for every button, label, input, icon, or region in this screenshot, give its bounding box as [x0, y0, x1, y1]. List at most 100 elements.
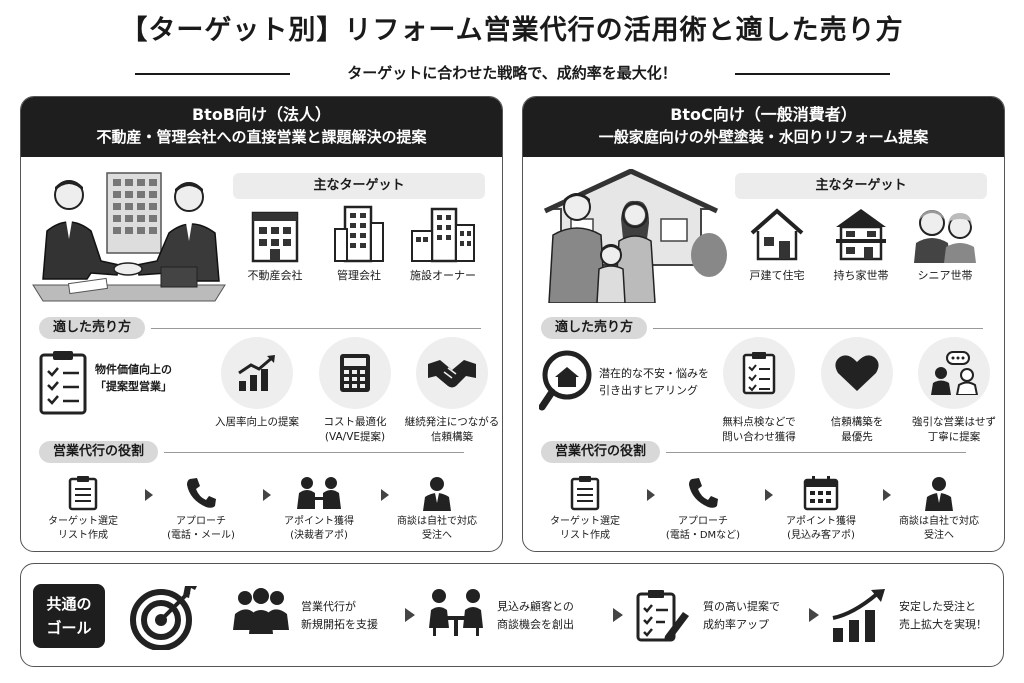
goal-step-line: 見込み顧客との [497, 600, 574, 613]
target-management: 管理会社 [319, 205, 399, 283]
target-label: 施設オーナー [410, 269, 476, 282]
method-cost-label: コスト最適化 (VA/VE提案) [300, 415, 410, 445]
btob-roles-section: 営業代行の役割 [39, 441, 465, 463]
goal-step-line: 安定した受注と [899, 600, 976, 613]
goal-arrow-icon [405, 608, 415, 622]
btob-roles-title: 営業代行の役割 [39, 441, 159, 463]
method-line: 丁寧に提案 [927, 431, 981, 443]
method-line: 信頼構築 [431, 431, 473, 443]
team-group-icon [233, 588, 289, 634]
goal-tag-line: ゴール [46, 619, 92, 637]
flow-step-approach: アプローチ (電話・メール) [151, 475, 251, 543]
method-main-line: 潜在的な不安・悩みを [599, 367, 709, 380]
flow-label: (電話・メール) [167, 530, 235, 541]
flow-step-appointment: アポイント獲得 (見込み客アポ) [771, 475, 871, 543]
btoc-target-list: 戸建て住宅 持ち家世帯 [735, 205, 987, 283]
apartment-building-icon [334, 205, 384, 263]
method-main-text: 物件価値向上の 「提案型営業」 [95, 361, 172, 395]
page-subtitle: ターゲットに合わせた戦略で、成約率を最大化！ [347, 64, 677, 82]
subtitle-rule-left [135, 73, 290, 75]
goal-step-line: 売上拡大を実現！ [899, 618, 987, 631]
flow-label: (電話・DMなど) [665, 530, 741, 541]
btob-heading: BtoB向け（法人） [191, 105, 332, 124]
btoc-methods-section: 適した売り方 [541, 317, 984, 339]
btoc-methods-title: 適した売り方 [541, 317, 648, 339]
subtitle-rule-right [735, 73, 890, 75]
flow-arrow-icon [647, 489, 655, 501]
method-main-text: 潜在的な不安・悩みを 引き出すヒアリング [599, 365, 709, 399]
flow-step-list: ターゲット選定 リスト作成 [33, 475, 133, 543]
btob-header: BtoB向け（法人） 不動産・管理会社への直接営業と課題解決の提案 [21, 97, 502, 157]
target-arrow-icon [130, 586, 197, 650]
flow-label: 商談は自社で対応 [899, 516, 979, 527]
method-line: コスト最適化 [323, 416, 387, 428]
magnifier-house-icon [538, 350, 592, 411]
subtitle-row: ターゲットに合わせた戦略で、成約率を最大化！ [0, 62, 1024, 84]
target-label: 管理会社 [337, 269, 381, 282]
target-facility-owner: 施設オーナー [403, 205, 483, 283]
target-homeowner: 持ち家世帯 [821, 205, 901, 283]
target-label: 持ち家世帯 [833, 269, 889, 282]
common-goal-panel: 共通の ゴール 営業代行が 新規開拓を支援 見込み顧客との 商談機会を創出 [20, 563, 1004, 667]
method-proposal: 物件価値向上の 「提案型営業」 [37, 349, 197, 419]
btob-methods: 物件価値向上の 「提案型営業」 入居率向上の提案 コスト最適化 (VA/VE提案… [31, 337, 499, 447]
goal-step-proposal: 質の高い提案で 成約率アップ [635, 588, 805, 648]
section-rule [653, 327, 984, 329]
btob-panel: BtoB向け（法人） 不動産・管理会社への直接営業と課題解決の提案 主なターゲッ… [20, 96, 503, 552]
btob-target-list: 不動産会社 管理会社 [233, 205, 485, 283]
method-occupancy-circle [221, 337, 293, 409]
flow-step-approach: アプローチ (電話・DMなど) [653, 475, 753, 543]
flow-label: (見込み客アポ) [787, 530, 855, 541]
two-story-house-icon [836, 209, 886, 261]
goal-arrow-icon [809, 608, 819, 622]
handshake-icon [428, 360, 476, 388]
flow-label: 商談は自社で対応 [397, 516, 477, 527]
business-meeting-illustration [32, 172, 226, 302]
phone-icon [187, 478, 216, 508]
btoc-heading: BtoC向け（一般消費者） [670, 105, 857, 124]
btoc-header: BtoC向け（一般消費者） 一般家庭向けの外壁塗装・水回りリフォーム提案 [523, 97, 1004, 157]
goal-step-line: 成約率アップ [703, 618, 769, 631]
flow-label: ターゲット選定 [550, 516, 620, 527]
flow-label: リスト作成 [560, 530, 610, 541]
btob-methods-section: 適した売り方 [39, 317, 482, 339]
goal-step-text: 安定した受注と 売上拡大を実現！ [899, 598, 987, 634]
btob-methods-title: 適した売り方 [39, 317, 146, 339]
section-rule [666, 451, 967, 453]
method-occupancy-label: 入居率向上の提案 [202, 415, 312, 430]
method-line: 信頼構築を [830, 416, 884, 428]
clipboard-list-icon [570, 476, 600, 511]
btoc-roles-title: 営業代行の役割 [541, 441, 661, 463]
target-label: シニア世帯 [917, 269, 973, 282]
method-trust-label: 継続発注につながる 信頼構築 [397, 415, 502, 445]
method-main-line: 引き出すヒアリング [599, 384, 698, 397]
family-home-illustration [543, 169, 727, 303]
flow-label: 受注へ [924, 530, 954, 541]
flow-label: (決裁者アポ) [290, 530, 348, 541]
method-line: 問い合わせ獲得 [722, 431, 796, 443]
method-hearing: 潜在的な不安・悩みを 引き出すヒアリング [538, 349, 709, 419]
btoc-subheading: 一般家庭向けの外壁塗装・水回りリフォーム提案 [598, 128, 929, 146]
flow-step-negotiation: 商談は自社で対応 受注へ [889, 475, 989, 543]
btob-subheading: 不動産・管理会社への直接営業と課題解決の提案 [96, 128, 427, 146]
flow-arrow-icon [145, 489, 153, 501]
section-rule [151, 327, 482, 329]
flow-label: アポイント獲得 [284, 516, 354, 527]
method-inspection-label: 無料点検などで 問い合わせ獲得 [704, 415, 814, 445]
flow-arrow-icon [263, 489, 271, 501]
goal-step-text: 質の高い提案で 成約率アップ [703, 598, 780, 634]
target-real-estate: 不動産会社 [235, 205, 315, 283]
house-icon [750, 208, 804, 261]
goal-step-text: 営業代行が 新規開拓を支援 [301, 598, 378, 634]
page-title: 【ターゲット別】リフォーム営業代行の活用術と適した売り方 [120, 15, 904, 46]
method-cost-circle [319, 337, 391, 409]
flow-label: リスト作成 [58, 530, 108, 541]
calculator-icon [340, 354, 370, 392]
flow-label: アプローチ [176, 516, 226, 527]
calendar-icon [803, 476, 839, 511]
method-line: (VA/VE提案) [324, 431, 386, 443]
flow-step-negotiation: 商談は自社で対応 受注へ [387, 475, 487, 543]
checklist-clipboard-icon [742, 352, 776, 395]
btoc-targets-title: 主なターゲット [735, 173, 987, 199]
goal-step-line: 営業代行が [301, 600, 356, 613]
